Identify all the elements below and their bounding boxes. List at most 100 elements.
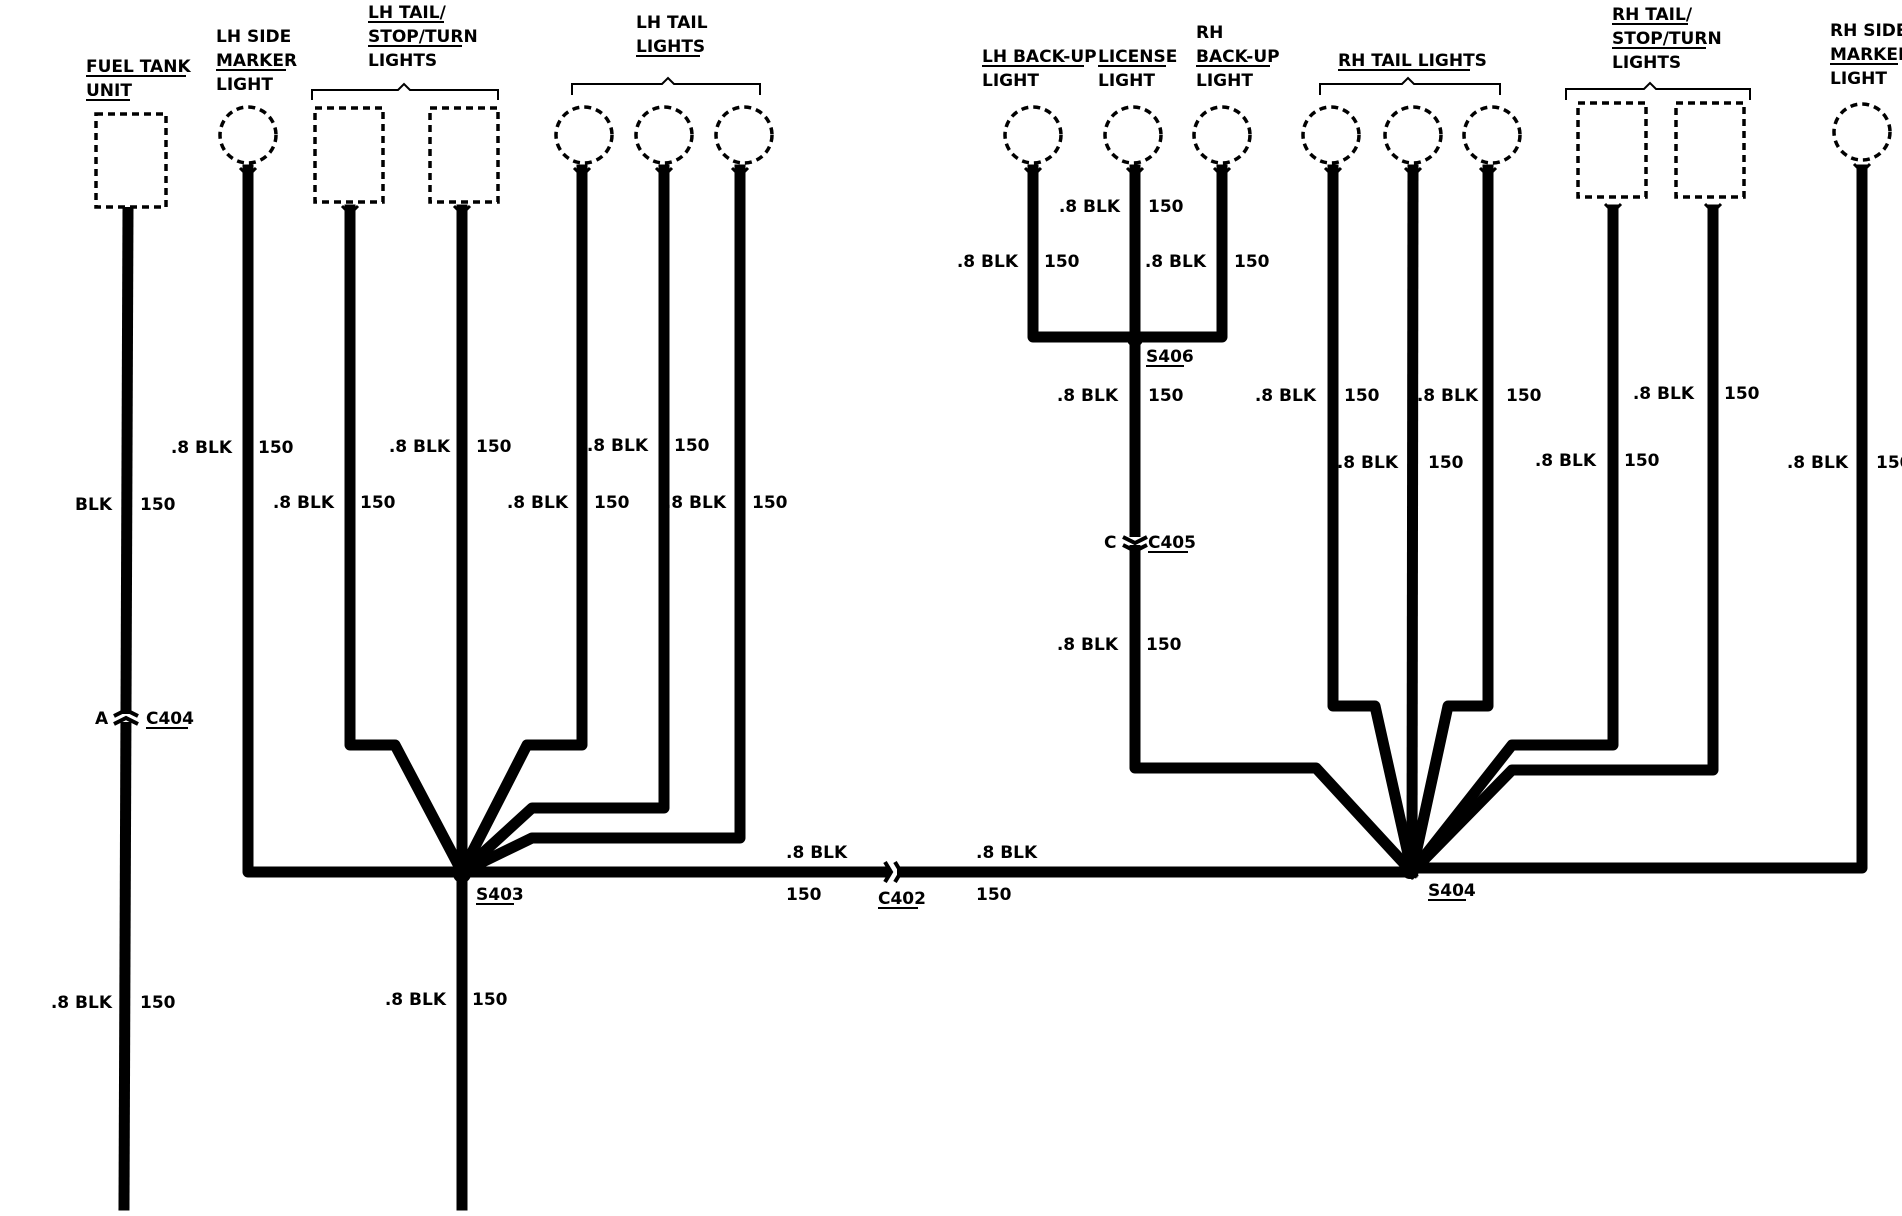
component-symbols bbox=[94, 101, 1892, 209]
rh-tail-bulb-1 bbox=[1301, 105, 1361, 165]
wire-label-color: .8 BLK bbox=[957, 252, 1019, 272]
wire-license-to-s404 bbox=[1129, 164, 1420, 880]
connector-c404-label: C404 bbox=[146, 709, 194, 729]
wire-label-color: .8 BLK bbox=[786, 843, 848, 863]
rh-tail-bulb-2 bbox=[1383, 105, 1443, 165]
wire-rh-stop-turn-1 bbox=[1404, 204, 1619, 880]
wire-lh-tail-1 bbox=[454, 164, 588, 880]
label-rh-backup-2: BACK-UP bbox=[1196, 47, 1280, 67]
fuel-tank-unit-symbol bbox=[94, 112, 168, 209]
wire-label-circuit: 150 bbox=[140, 495, 176, 515]
connector-c402-label: C402 bbox=[878, 889, 926, 909]
splice-s404-label: S404 bbox=[1428, 881, 1476, 901]
wire-rh-tail-2 bbox=[1406, 164, 1419, 878]
wire-label-color: .8 BLK bbox=[665, 493, 727, 513]
label-rh-side-marker-3: LIGHT bbox=[1830, 69, 1887, 89]
wire-label-circuit: 150 bbox=[140, 993, 176, 1013]
wire-label-circuit: 150 bbox=[752, 493, 788, 513]
connector-labels: A C404 C C405 C402 S403 S404 S406 bbox=[95, 347, 1476, 909]
lh-side-marker-bulb bbox=[218, 105, 278, 165]
wire-rh-tail-3 bbox=[1405, 164, 1494, 879]
wire-label-circuit: 150 bbox=[786, 885, 822, 905]
label-fuel-tank-unit-2: UNIT bbox=[86, 81, 132, 101]
label-lh-backup-1: LH BACK-UP bbox=[982, 47, 1097, 67]
label-lh-stop-turn-1: LH TAIL/ bbox=[368, 3, 447, 23]
connector-c405-pin: C bbox=[1104, 533, 1116, 553]
splice-s404-dot bbox=[1401, 861, 1419, 879]
wire-label-color: .8 BLK bbox=[171, 438, 233, 458]
label-lh-backup-2: LIGHT bbox=[982, 71, 1039, 91]
wire-label-circuit: 150 bbox=[1724, 384, 1760, 404]
wire-label-circuit: 150 bbox=[476, 437, 512, 457]
label-lh-side-marker-2: MARKER bbox=[216, 51, 297, 71]
splice-s403-label: S403 bbox=[476, 885, 524, 905]
wire-label-color: .8 BLK bbox=[1057, 635, 1119, 655]
connector-c405-label: C405 bbox=[1148, 533, 1196, 553]
connector-c404-pin: A bbox=[95, 709, 109, 729]
wire-labels: BLK 150 .8 BLK 150 .8 BLK 150 .8 BLK 150… bbox=[51, 197, 1902, 1013]
license-bulb bbox=[1103, 105, 1163, 165]
wire-label-color: .8 BLK bbox=[1337, 453, 1399, 473]
splice-s406-dot bbox=[1127, 331, 1143, 347]
lh-tail-bulb-3 bbox=[714, 105, 774, 165]
label-license-1: LICENSE bbox=[1098, 47, 1177, 67]
wire-label-circuit: 150 bbox=[1146, 635, 1182, 655]
wire-label-circuit: 150 bbox=[258, 438, 294, 458]
wire-lh-side-marker bbox=[242, 164, 468, 878]
label-lh-stop-turn-3: LIGHTS bbox=[368, 51, 437, 71]
component-labels: FUEL TANK UNIT LH SIDE MARKER LIGHT LH T… bbox=[86, 3, 1902, 101]
label-license-2: LIGHT bbox=[1098, 71, 1155, 91]
lh-backup-bulb bbox=[1003, 105, 1063, 165]
wire-label-circuit: 150 bbox=[1044, 252, 1080, 272]
lh-stop-turn-lamp-2 bbox=[428, 106, 500, 204]
wire-label-color: BLK bbox=[75, 495, 113, 515]
rh-backup-bulb bbox=[1192, 105, 1252, 165]
wire-rh-stop-turn-2 bbox=[1404, 204, 1719, 880]
wire-label-color: .8 BLK bbox=[976, 843, 1038, 863]
wire-label-circuit: 150 bbox=[1148, 386, 1184, 406]
wire-label-circuit: 150 bbox=[1148, 197, 1184, 217]
wire-label-color: .8 BLK bbox=[1057, 386, 1119, 406]
wire-label-color: .8 BLK bbox=[389, 437, 451, 457]
wire-label-color: .8 BLK bbox=[1145, 252, 1207, 272]
wire-label-circuit: 150 bbox=[1344, 386, 1380, 406]
rh-stop-turn-lamp-2 bbox=[1674, 101, 1746, 199]
wire-label-circuit: 150 bbox=[1506, 386, 1542, 406]
rh-tail-bulb-3 bbox=[1462, 105, 1522, 165]
wire-label-circuit: 150 bbox=[674, 436, 710, 456]
lh-stop-turn-lamp-1 bbox=[313, 106, 385, 204]
wire-label-circuit: 150 bbox=[976, 885, 1012, 905]
wires bbox=[118, 164, 1868, 1211]
wire-lh-backup bbox=[1027, 164, 1141, 343]
label-fuel-tank-unit-1: FUEL TANK bbox=[86, 57, 191, 77]
wire-label-circuit: 150 bbox=[1428, 453, 1464, 473]
splice-s406-label: S406 bbox=[1146, 347, 1194, 367]
label-lh-side-marker-1: LH SIDE bbox=[216, 27, 291, 47]
wire-label-color: .8 BLK bbox=[385, 990, 447, 1010]
rh-side-marker-bulb bbox=[1832, 102, 1892, 162]
wire-label-color: .8 BLK bbox=[507, 493, 569, 513]
label-lh-side-marker-3: LIGHT bbox=[216, 75, 273, 95]
splice-s403-dot bbox=[453, 865, 471, 883]
wire-label-circuit: 150 bbox=[1234, 252, 1270, 272]
label-rh-backup-1: RH bbox=[1196, 23, 1223, 43]
label-lh-stop-turn-2: STOP/TURN bbox=[368, 27, 478, 47]
wire-label-color: .8 BLK bbox=[1059, 197, 1121, 217]
wire-label-circuit: 150 bbox=[360, 493, 396, 513]
wire-rh-backup bbox=[1129, 164, 1228, 343]
wire-label-circuit: 150 bbox=[1876, 453, 1902, 473]
wire-lh-tail-3 bbox=[454, 164, 746, 880]
label-rh-tail-lights: RH TAIL LIGHTS bbox=[1338, 51, 1487, 71]
rh-stop-turn-lamp-1 bbox=[1576, 101, 1648, 199]
group-braces bbox=[311, 76, 1751, 100]
label-rh-stop-turn-1: RH TAIL/ bbox=[1612, 5, 1693, 25]
wire-lh-stop-turn-1 bbox=[344, 204, 470, 880]
wire-label-color: .8 BLK bbox=[1787, 453, 1849, 473]
label-lh-tail-lights-2: LIGHTS bbox=[636, 37, 705, 57]
wire-rh-tail-1 bbox=[1327, 164, 1419, 879]
label-lh-tail-lights-1: LH TAIL bbox=[636, 13, 708, 33]
wire-label-circuit: 150 bbox=[1624, 451, 1660, 471]
wire-label-color: .8 BLK bbox=[1255, 386, 1317, 406]
label-rh-stop-turn-2: STOP/TURN bbox=[1612, 29, 1722, 49]
